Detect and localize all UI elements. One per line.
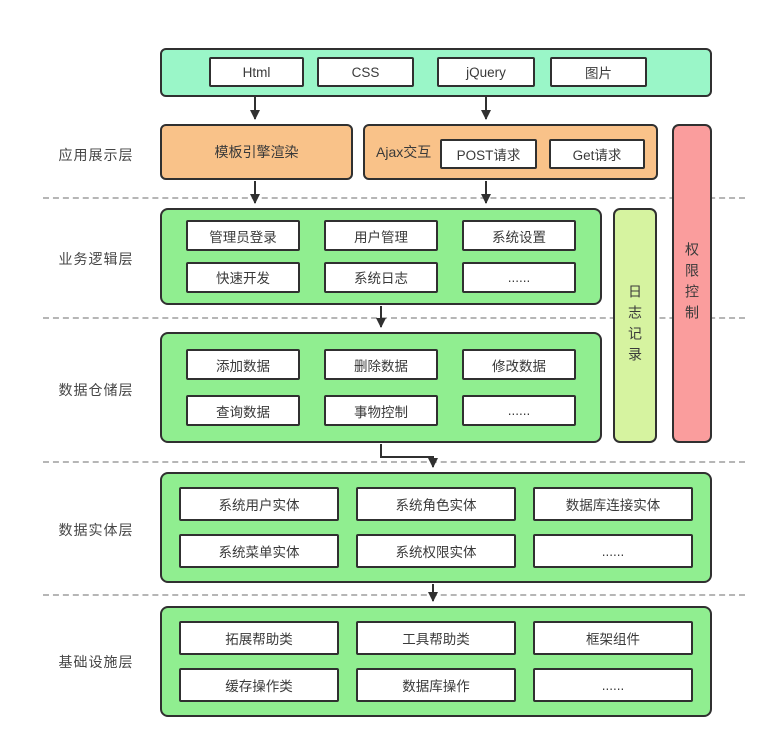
asset-box-css: CSS [317, 57, 414, 87]
module-box-admin-login: 管理员登录 [186, 220, 300, 252]
post-request-box: POST请求 [440, 139, 537, 169]
entity-layer-box: 系统用户实体 系统角色实体 数据库连接实体 系统菜单实体 系统权限实体 ....… [160, 472, 712, 583]
infra-layer-box: 拓展帮助类 工具帮助类 框架组件 缓存操作类 数据库操作 ...... [160, 606, 712, 717]
module-box-add-data: 添加数据 [186, 349, 300, 380]
warehouse-layer-box: 添加数据 删除数据 修改数据 查询数据 事物控制 ...... [160, 332, 602, 443]
permission-control-label: 权限控制 [684, 241, 700, 326]
module-box-transaction: 事物控制 [324, 395, 438, 426]
frontend-assets-bar: Html CSS jQuery 图片 [160, 48, 712, 97]
module-box-rapid-dev: 快速开发 [186, 261, 300, 293]
asset-box-jquery: jQuery [437, 57, 535, 87]
ajax-label: Ajax交互 [376, 144, 432, 160]
module-box-ellipsis: ...... [533, 668, 693, 702]
module-box-ellipsis: ...... [462, 261, 576, 293]
module-box-dbconn-entity: 数据库连接实体 [533, 487, 693, 521]
log-record-label: 日志记录 [627, 283, 643, 368]
module-box-sys-log: 系统日志 [324, 261, 438, 293]
module-box-ellipsis: ...... [533, 534, 693, 568]
get-request-box: Get请求 [549, 139, 645, 169]
module-box-cache-ops: 缓存操作类 [179, 668, 339, 702]
asset-box-html: Html [209, 57, 304, 87]
module-box-query-data: 查询数据 [186, 395, 300, 426]
module-box-tool-helper: 工具帮助类 [356, 621, 516, 655]
label-app-layer: 应用展示层 [58, 147, 134, 163]
module-box-db-ops: 数据库操作 [356, 668, 516, 702]
module-box-ellipsis: ...... [462, 395, 576, 426]
label-entity-layer: 数据实体层 [58, 522, 134, 538]
module-box-modify-data: 修改数据 [462, 349, 576, 380]
label-logic-layer: 业务逻辑层 [58, 251, 134, 267]
logic-layer-box: 管理员登录 用户管理 系统设置 快速开发 系统日志 ...... [160, 208, 602, 305]
permission-control-bar: 权限控制 [672, 124, 712, 443]
asset-box-image: 图片 [550, 57, 647, 87]
layer-divider-1 [43, 197, 745, 199]
log-record-bar: 日志记录 [613, 208, 657, 443]
label-infra-layer: 基础设施层 [58, 654, 134, 670]
layer-divider-2 [43, 317, 745, 319]
label-warehouse-layer: 数据仓储层 [58, 382, 134, 398]
module-box-perm-entity: 系统权限实体 [356, 534, 516, 568]
module-box-ext-helper: 拓展帮助类 [179, 621, 339, 655]
arrow-warehouse-to-entity [380, 444, 438, 468]
layer-divider-3 [43, 461, 745, 463]
template-render-box: 模板引擎渲染 [160, 124, 353, 180]
module-box-user-entity: 系统用户实体 [179, 487, 339, 521]
module-box-role-entity: 系统角色实体 [356, 487, 516, 521]
layer-divider-4 [43, 594, 745, 596]
module-box-sys-config: 系统设置 [462, 220, 576, 252]
module-box-delete-data: 删除数据 [324, 349, 438, 380]
ajax-box: Ajax交互 POST请求 Get请求 [363, 124, 658, 180]
module-box-user-mgmt: 用户管理 [324, 220, 438, 252]
module-box-framework: 框架组件 [533, 621, 693, 655]
module-box-menu-entity: 系统菜单实体 [179, 534, 339, 568]
